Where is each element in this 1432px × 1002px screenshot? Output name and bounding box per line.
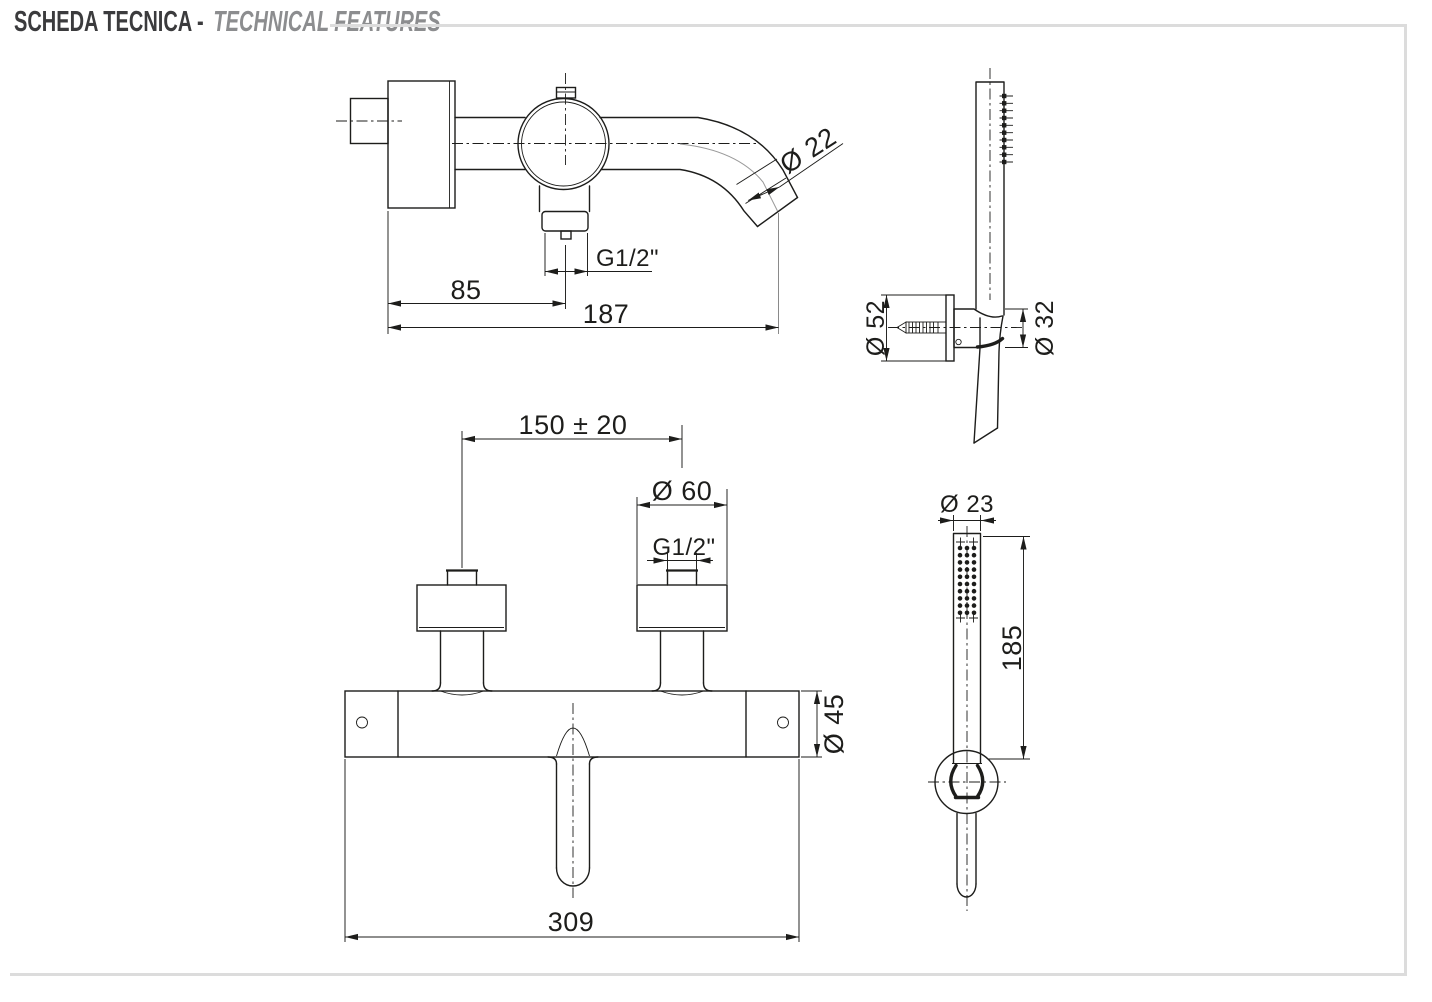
bracket-shower-geometry — [896, 81, 1013, 444]
dim-label-head-length: 185 — [997, 625, 1027, 672]
thermo-dimensions: 150 ± 20 Ø 60 G1/2" Ø 45 309 — [344, 410, 849, 942]
drawing-hand-shower-bracket-side: Ø 52 Ø 32 — [862, 68, 1059, 444]
shower-front-centerlines — [928, 526, 1006, 911]
dim-label-head-diameter: Ø 23 — [940, 491, 994, 518]
hose-left-edge — [973, 317, 981, 444]
wall-mixer-dimensions: G1/2" 85 187 Ø 22 — [387, 121, 844, 334]
mixer-knob-inner — [521, 101, 606, 187]
dim-label-escutcheon-diameter: Ø 60 — [652, 476, 713, 506]
dim-label-body-diameter: Ø 45 — [819, 694, 849, 755]
nozzle-ticks — [999, 93, 1013, 165]
bracket-shower-centerlines — [888, 68, 1022, 328]
inlet-pipes — [446, 570, 698, 586]
wall-mixer-geometry — [349, 80, 799, 240]
wall-plate — [945, 294, 955, 362]
left-screw-hole — [356, 716, 368, 729]
drawing-wall-mixer-side: G1/2" 85 187 Ø 22 — [336, 73, 844, 334]
spout-end-face — [756, 196, 799, 228]
drawing-hand-shower-front: Ø 23 185 — [928, 491, 1030, 911]
dim-label-wall-to-spout-end: 187 — [583, 299, 630, 329]
dim-label-holder-diameter: Ø 32 — [1031, 300, 1059, 356]
mixer-knob-outer — [517, 97, 610, 191]
spout-inner-edge — [600, 168, 759, 228]
hose-cut-end — [973, 427, 999, 444]
shower-hose — [956, 812, 977, 885]
dim-label-spout-diameter: Ø 22 — [775, 121, 842, 179]
inlet-legs — [439, 630, 705, 684]
diverter-body — [538, 185, 591, 213]
right-border-rule — [1404, 24, 1407, 976]
outlet-pin — [560, 230, 572, 240]
dim-label-outlet-thread: G1/2" — [596, 245, 659, 272]
outlet-collar — [541, 210, 589, 232]
shower-front-dimensions: Ø 23 185 — [938, 491, 1030, 760]
bracket-screw-hole — [955, 338, 962, 346]
bracket-shower-dimensions: Ø 52 Ø 32 — [862, 294, 1059, 362]
spout-outer-edge — [599, 116, 799, 199]
wall-flange — [387, 80, 456, 209]
dim-label-centers-distance: 150 ± 20 — [519, 410, 628, 440]
sheet-title-italian: SCHEDA TECNICA - — [14, 6, 204, 38]
spout-front — [555, 763, 591, 869]
right-escutcheon — [636, 584, 728, 632]
left-escutcheon — [416, 584, 507, 632]
hose-end-cap — [956, 883, 977, 898]
bracket-body — [953, 308, 979, 349]
header-rule — [330, 24, 1407, 27]
thermo-geometry — [344, 569, 800, 887]
mixer-body — [344, 690, 800, 758]
holder-clip-right — [975, 763, 985, 799]
shower-front-geometry — [934, 532, 999, 898]
drawing-thermostatic-mixer-front: 150 ± 20 Ø 60 G1/2" Ø 45 309 — [344, 410, 849, 942]
dim-label-overall-width: 309 — [548, 907, 595, 937]
dim-label-wall-to-outlet: 85 — [450, 275, 481, 305]
bracket-top-edge — [953, 308, 1003, 318]
knob-stem — [555, 86, 577, 99]
bottom-border-rule — [10, 973, 1407, 976]
right-screw-hole — [777, 716, 789, 729]
sheet-title: SCHEDA TECNICA - TECHNICAL FEATURES — [14, 6, 632, 38]
hose-right-edge — [996, 315, 1004, 429]
holder-clip-left — [949, 763, 958, 799]
dim-label-flange-diameter: Ø 52 — [862, 300, 890, 356]
sheet-title-english: TECHNICAL FEATURES — [213, 6, 441, 38]
hand-shower-shaft — [975, 81, 1005, 316]
wall-mixer-centerlines — [336, 73, 779, 334]
dim-label-inlet-thread: G1/2" — [652, 534, 715, 561]
